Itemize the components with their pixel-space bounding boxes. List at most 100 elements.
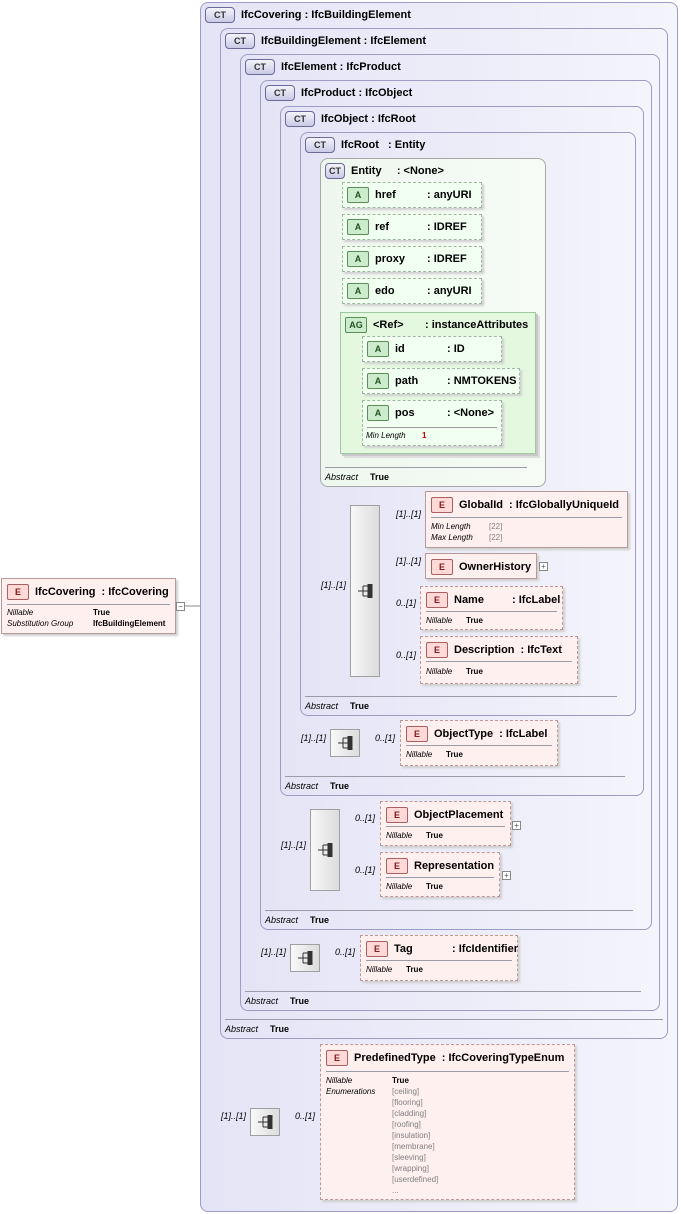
attribute-group-icon: AG (345, 317, 367, 333)
type-title-ifcproduct: IfcProduct : IfcObject (301, 87, 413, 99)
element-name: Representation (414, 860, 495, 872)
element-globalid[interactable]: E GlobalId : IfcGloballyUniqueId Min Lengt… (425, 491, 628, 548)
sequence-ifcproduct[interactable] (310, 809, 340, 891)
attribute-type: : <None> (447, 407, 495, 419)
separator (285, 776, 625, 777)
sequence-icon (258, 1115, 273, 1129)
nillable-value: True (466, 667, 483, 676)
sequence-ifccovering[interactable] (250, 1108, 280, 1136)
max-length-label: Max Length (431, 533, 473, 542)
element-properties: Nillable True (386, 830, 443, 841)
type-title-ifcelement: IfcElement : IfcProduct (281, 61, 401, 73)
element-name: ObjectType (434, 728, 494, 740)
nillable-value: True (406, 965, 423, 974)
element-type: : IfcLabel (499, 728, 548, 740)
sequence-icon (318, 843, 333, 857)
element-icon: E (426, 592, 448, 608)
expand-icon[interactable]: + (512, 821, 521, 830)
collapse-icon[interactable]: − (176, 602, 185, 611)
separator (265, 910, 633, 911)
enumeration-value: [ceiling] (392, 1087, 420, 1096)
nillable-value: True (392, 1076, 409, 1085)
enumeration-value: [wrapping] (392, 1164, 429, 1173)
cardinality-label: 0..[1] (355, 813, 376, 823)
enumeration-value: [membrane] (392, 1142, 435, 1151)
element-type: : IfcGloballyUniqueId (509, 499, 620, 511)
attribute-name: ref (375, 221, 390, 233)
sequence-ifcroot[interactable] (350, 505, 380, 677)
nillable-value: True (426, 882, 443, 891)
attribute-group-name: <Ref> (373, 319, 404, 331)
cardinality-label: [1]..[1] (281, 840, 307, 850)
separator (305, 696, 617, 697)
element-badge-icon: E (7, 584, 29, 600)
sequence-ifcobject[interactable] (330, 729, 360, 757)
separator (325, 467, 527, 468)
nillable-label: Nillable (7, 608, 34, 617)
element-type: : IfcLabel (512, 594, 561, 606)
attribute-icon: A (347, 219, 369, 235)
attribute-group-type: : instanceAttributes (425, 319, 529, 331)
substitution-group-label: Substitution Group (7, 619, 74, 628)
attribute-icon: A (367, 341, 389, 357)
sequence-icon (338, 736, 353, 750)
sequence-ifcelement[interactable] (290, 944, 320, 972)
cardinality-label: 0..[1] (355, 865, 376, 875)
type-title-ifcroot: IfcRoot : Entity (341, 139, 426, 151)
separator (366, 960, 512, 961)
substitution-group-value: IfcBuildingElement (93, 619, 166, 628)
min-length-label: Min Length (431, 522, 471, 531)
nillable-value: True (426, 831, 443, 840)
element-type: : IfcText (520, 644, 562, 656)
attribute-type: : IDREF (427, 221, 467, 233)
cardinality-label: 0..[1] (375, 733, 396, 743)
attribute-name: href (375, 189, 396, 201)
element-name: Name (454, 594, 484, 606)
nillable-value: True (93, 608, 110, 617)
cardinality-label: 0..[1] (335, 947, 356, 957)
element-name: GlobalId (459, 499, 503, 511)
separator (431, 517, 622, 518)
nillable-label: Nillable (386, 831, 413, 840)
element-icon: E (386, 807, 408, 823)
attribute-icon: A (347, 251, 369, 267)
complex-type-icon: CT (245, 59, 275, 75)
element-type: : IfcCoveringTypeEnum (441, 1052, 565, 1064)
element-icon: E (431, 497, 453, 513)
expand-icon[interactable]: + (502, 871, 511, 880)
nillable-label: Nillable (326, 1076, 353, 1085)
cardinality-label: [1]..[1] (221, 1111, 247, 1121)
root-element-properties: Nillable True Substitution Group IfcBuildi… (7, 607, 165, 629)
expand-icon[interactable]: + (539, 562, 548, 571)
nillable-label: Nillable (406, 750, 433, 759)
enumeration-value: [roofing] (392, 1120, 421, 1129)
min-length-value: [22] (489, 522, 503, 531)
cardinality-label: [1]..[1] (261, 947, 287, 957)
complex-type-icon: CT (285, 111, 315, 127)
separator (426, 611, 557, 612)
attribute-icon: A (347, 283, 369, 299)
